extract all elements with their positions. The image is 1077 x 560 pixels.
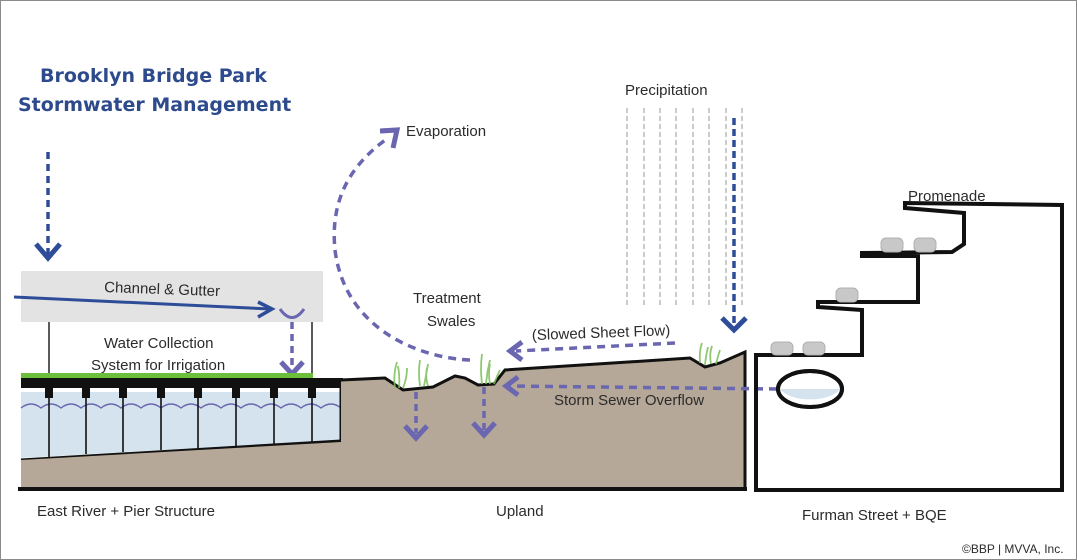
channel-gutter-box xyxy=(21,271,323,322)
title-line-1: Brooklyn Bridge Park xyxy=(40,65,267,87)
pier-piles xyxy=(45,386,316,458)
treatment-label-1: Treatment xyxy=(413,290,482,307)
water-collection-label-2: System for Irrigation xyxy=(91,357,225,374)
bqe-structure xyxy=(754,200,1064,492)
deck-grass xyxy=(21,373,313,378)
title-line-2: Stormwater Management xyxy=(18,94,291,116)
gutter-drain-arrow xyxy=(279,322,305,378)
treatment-label-2: Swales xyxy=(427,313,475,330)
credit-text: ©BBP | MVVA, Inc. xyxy=(962,542,1064,556)
riverbed-line xyxy=(20,439,342,462)
sheet-flow-label: (Slowed Sheet Flow) xyxy=(532,322,671,344)
swale-plants xyxy=(393,342,721,389)
infiltration-arrow-2 xyxy=(471,387,497,439)
storm-sewer-pipe xyxy=(776,369,844,409)
infiltration-arrow-1 xyxy=(403,392,429,442)
gutter-icon xyxy=(278,308,306,319)
cars xyxy=(770,237,937,356)
water-collection-label-1: Water Collection xyxy=(104,335,213,352)
storm-sewer-overflow-arrow xyxy=(501,375,778,397)
rainfall-arrow-left xyxy=(34,152,62,262)
storm-sewer-label: Storm Sewer Overflow xyxy=(554,392,704,409)
section-label-east-river: East River + Pier Structure xyxy=(37,503,215,520)
precipitation-arrow xyxy=(720,118,748,334)
promenade-label: Promenade xyxy=(908,188,986,205)
upland-surface-line xyxy=(340,349,747,490)
water-wave xyxy=(20,403,342,409)
channel-flow-arrow xyxy=(13,295,276,319)
evaporation-arrow xyxy=(332,127,471,362)
section-label-furman: Furman Street + BQE xyxy=(802,507,947,524)
precipitation-label: Precipitation xyxy=(625,82,708,99)
channel-gutter-label: Channel & Gutter xyxy=(104,279,220,300)
pier-deck xyxy=(21,378,343,388)
section-label-upland: Upland xyxy=(496,503,544,520)
precipitation-lines xyxy=(626,108,743,308)
evaporation-label: Evaporation xyxy=(406,123,486,140)
sheet-flow-arrow xyxy=(505,340,676,362)
